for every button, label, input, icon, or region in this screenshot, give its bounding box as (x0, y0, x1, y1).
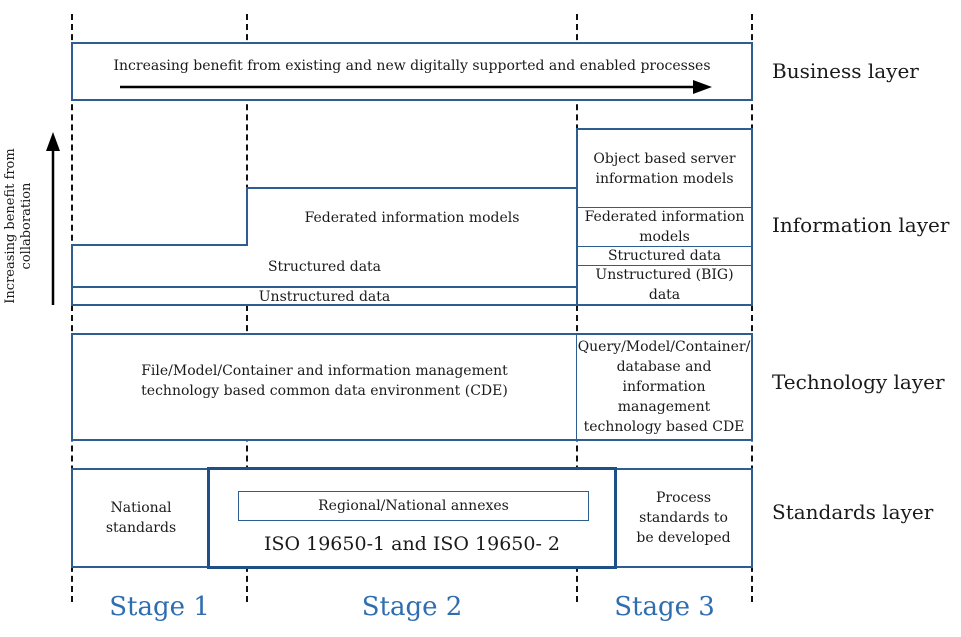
business-text: Increasing benefit from existing and new… (113, 58, 711, 74)
stage3-object-label: Object based server information models (593, 150, 736, 187)
national-standards-label: National standards (105, 500, 177, 536)
technology-main-label: File/Model/Container and information man… (141, 363, 508, 399)
stage-divider-right (751, 14, 753, 602)
regional-annexes-box: Regional/National annexes (238, 491, 589, 521)
standards-layer-label: Standards layer (772, 500, 934, 524)
stage-3-label: Stage 3 (614, 592, 715, 622)
horizontal-benefit-arrow (120, 80, 712, 94)
stage-divider-left (71, 14, 73, 602)
iso-19650-box: Regional/National annexes ISO 19650-1 an… (207, 467, 617, 569)
stage3-unstructured-data: Unstructured (BIG) data (576, 265, 753, 306)
collaboration-label: Increasing benefit from collaboration (3, 148, 34, 304)
stage3-object-based-models: Object based server information models (576, 128, 753, 209)
vertical-benefit-arrow (46, 132, 60, 305)
stage-1-label: Stage 1 (109, 592, 210, 622)
stage3-federated-models: Federated information models (576, 207, 753, 248)
process-standards-label: Process standards to be developed (636, 490, 731, 546)
regional-annexes-label: Regional/National annexes (318, 498, 509, 514)
stage3-federated-label: Federated information models (584, 209, 745, 245)
structured-label: Structured data (267, 259, 382, 275)
stage-divider-2-3 (576, 14, 578, 602)
information-layer-label: Information layer (772, 213, 950, 237)
stage3-unstructured-label: Unstructured (BIG) data (595, 267, 734, 303)
business-layer-box: Increasing benefit from existing and new… (71, 42, 753, 101)
technology-stage3-box: Query/Model/Container/ database and info… (576, 333, 753, 441)
unstructured-data: Unstructured data (71, 286, 578, 306)
federated-information-models: Federated information models (246, 187, 578, 248)
unstructured-label: Unstructured data (258, 289, 391, 305)
technology-cde-box: File/Model/Container and information man… (71, 333, 578, 441)
stage3-structured-label: Structured data (607, 248, 722, 264)
business-layer-label: Business layer (772, 59, 919, 83)
stage-2-label: Stage 2 (361, 592, 463, 622)
technology-layer-label: Technology layer (772, 370, 945, 394)
structured-data: Structured data (71, 246, 578, 288)
national-standards-box: National standards (71, 468, 211, 568)
stage-divider-1-2 (246, 14, 248, 602)
federated-label: Federated information models (304, 209, 520, 226)
iso-label: ISO 19650-1 and ISO 19650- 2 (263, 533, 561, 555)
technology-stage3-label: Query/Model/Container/ database and info… (577, 339, 751, 435)
